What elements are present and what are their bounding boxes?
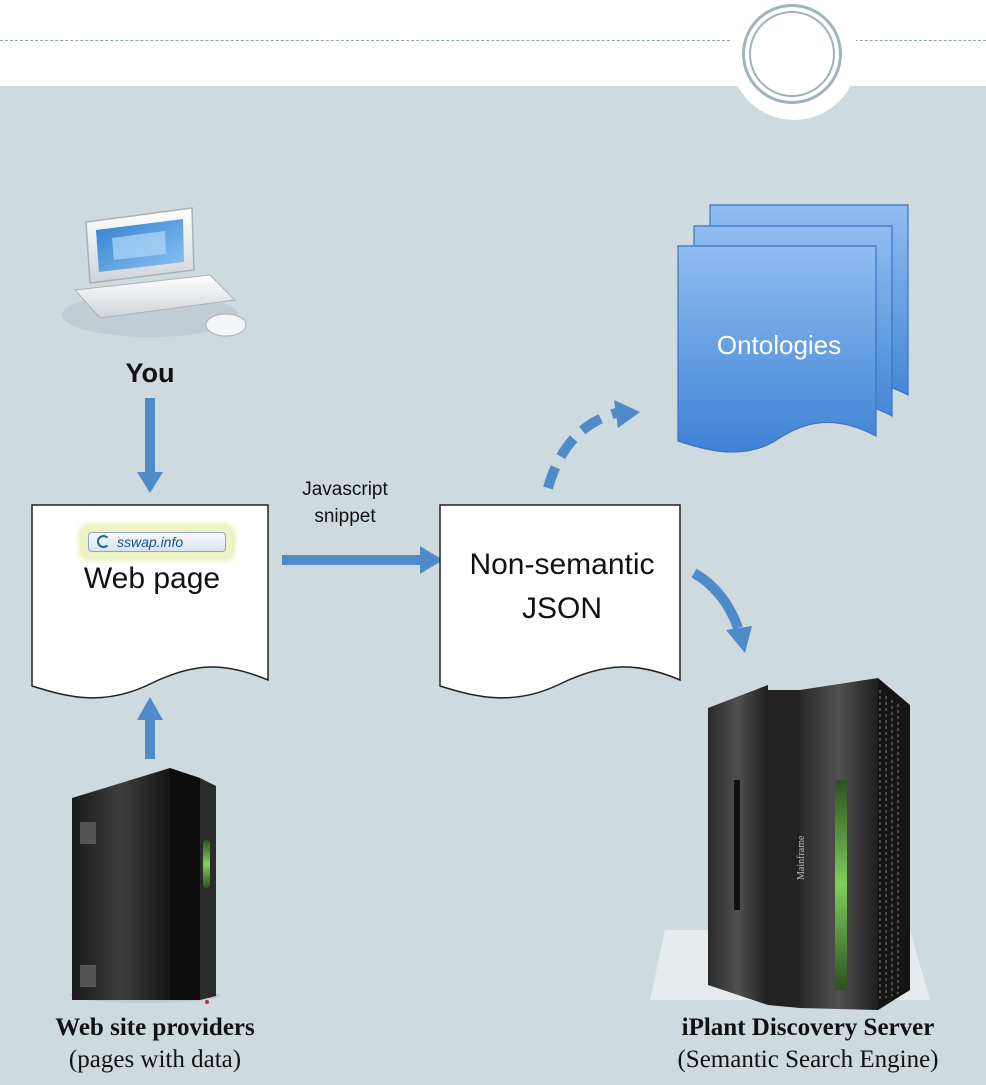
arrow-you-to-webpage	[137, 398, 163, 493]
json-label: Non-semantic JSON	[469, 548, 655, 625]
arrow-webpage-to-json	[282, 546, 443, 574]
arrow-providers-to-webpage	[137, 697, 163, 759]
ontologies-label: Ontologies	[716, 330, 842, 360]
sswap-logo-icon	[97, 535, 110, 548]
providers-subtitle: (pages with data)	[68, 1046, 242, 1073]
sswap-badge-label: sswap.info	[117, 534, 184, 550]
iplant-title: iPlant Discovery Server	[681, 1014, 935, 1041]
header-dashed-line-left	[0, 40, 735, 41]
sswap-badge[interactable]: sswap.info	[82, 527, 232, 557]
webpage-label: Web page	[83, 562, 221, 595]
json-document-shape	[439, 504, 681, 699]
sswap-badge-button[interactable]: sswap.info	[88, 532, 226, 552]
arrow-json-to-ontologies	[543, 400, 640, 490]
header-circle-inner-ring	[749, 11, 835, 97]
iplant-subtitle: (Semantic Search Engine)	[677, 1046, 939, 1073]
mainframe-label: Mainframe	[796, 835, 807, 880]
ontologies-stack	[677, 204, 909, 453]
header-dashed-line-right	[855, 40, 986, 41]
computer-icon	[62, 207, 247, 337]
providers-title: Web site providers	[55, 1014, 255, 1041]
javascript-snippet-label: Javascript snippet	[302, 479, 388, 527]
provider-server-icon	[70, 768, 220, 1004]
mainframe-server-icon	[650, 678, 930, 1010]
arrow-json-to-iplant	[691, 568, 752, 653]
you-label: You	[125, 358, 175, 388]
